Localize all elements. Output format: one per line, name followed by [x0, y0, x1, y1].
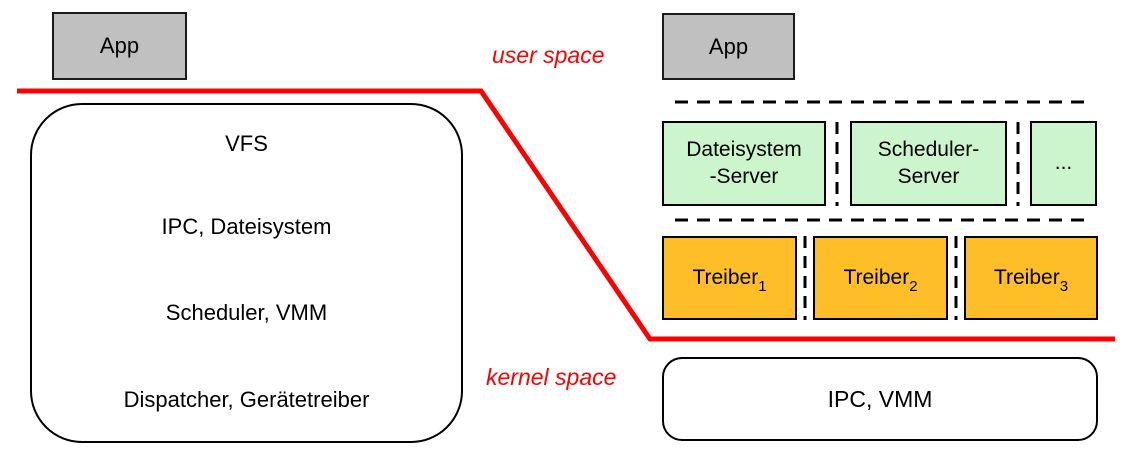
server-scheduler-line2: Server — [897, 164, 960, 188]
layer-vfs: VFS — [30, 103, 463, 185]
driver-treiber-1-label: Treiber1 — [692, 265, 767, 296]
server-box-ellipsis: ... — [1030, 121, 1097, 206]
layer-ipc-dateisystem: IPC, Dateisystem — [30, 185, 463, 269]
server-dateisystem-line2: -Server — [709, 164, 779, 188]
server-box-dateisystem: Dateisystem -Server — [662, 121, 826, 206]
user-space-label: user space — [492, 42, 605, 68]
driver-treiber-1-subscript: 1 — [758, 278, 767, 296]
driver-box-treiber-2: Treiber2 — [813, 236, 948, 320]
microkernel-ipc-vmm-label: IPC, VMM — [827, 385, 933, 412]
layer-dispatcher-geraetetreiber-label: Dispatcher, Gerätetreiber — [123, 386, 370, 412]
layer-dispatcher-geraetetreiber: Dispatcher, Gerätetreiber — [30, 356, 463, 443]
server-scheduler-line1: Scheduler- — [877, 138, 980, 162]
driver-treiber-2-label: Treiber2 — [843, 265, 918, 296]
driver-treiber-3-label: Treiber3 — [993, 265, 1069, 296]
server-dateisystem-line1: Dateisystem — [686, 138, 802, 162]
kernel-space-label: kernel space — [486, 364, 617, 390]
left-app-box: App — [52, 12, 187, 80]
layer-vfs-label: VFS — [225, 131, 268, 156]
monolithic-kernel-box — [30, 103, 463, 443]
server-box-scheduler: Scheduler- Server — [850, 121, 1007, 206]
right-app-label: App — [708, 33, 749, 59]
right-app-box: App — [662, 13, 795, 80]
layer-ipc-dateisystem-label: IPC, Dateisystem — [161, 214, 332, 239]
driver-box-treiber-3: Treiber3 — [964, 236, 1098, 320]
driver-box-treiber-1: Treiber1 — [662, 236, 797, 320]
driver-treiber-2-subscript: 2 — [909, 278, 918, 296]
driver-treiber-3-subscript: 3 — [1059, 278, 1069, 296]
server-ellipsis-label: ... — [1054, 151, 1073, 175]
left-app-label: App — [99, 33, 140, 59]
microkernel-ipc-vmm-box: IPC, VMM — [662, 357, 1098, 441]
layer-scheduler-vmm-label: Scheduler, VMM — [165, 299, 328, 325]
layer-scheduler-vmm: Scheduler, VMM — [30, 269, 463, 356]
